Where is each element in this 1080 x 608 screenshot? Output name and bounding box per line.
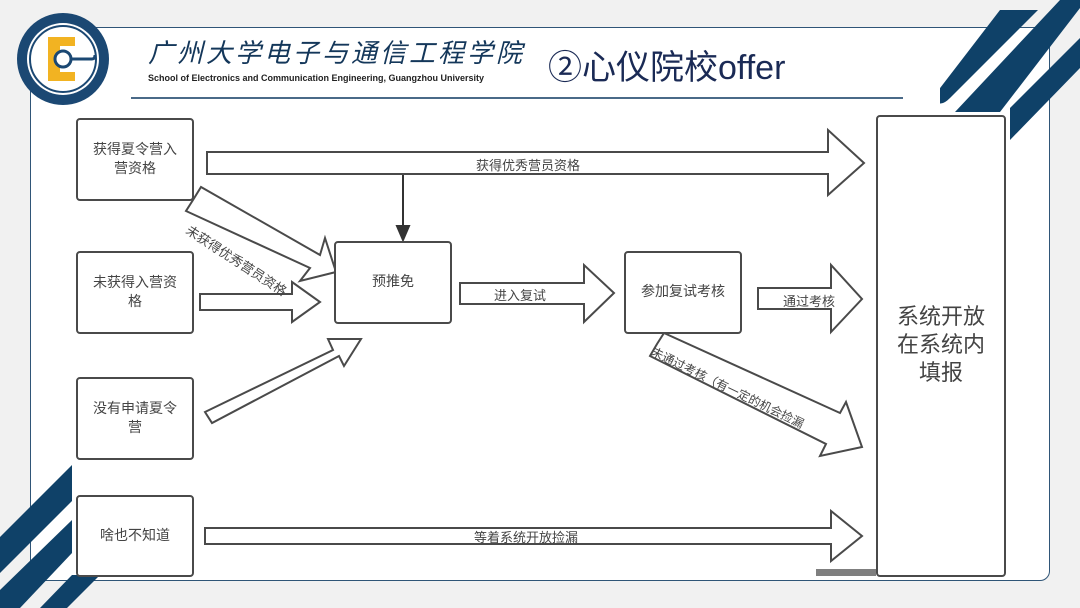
arrow-pass-assessment [757, 262, 864, 335]
arrow-no-application [203, 338, 363, 425]
node-retest: 参加复试考核 [624, 251, 742, 334]
institution-name-en: School of Electronics and Communication … [148, 73, 485, 83]
slide-title: ②心仪院校offer [548, 49, 786, 87]
header-divider [131, 97, 903, 99]
gray-bar [816, 569, 876, 576]
edge-label-wait-for-system: 等着系统开放捡漏 [474, 531, 579, 546]
node-pre-recommendation: 预推免 [334, 241, 452, 324]
arrow-fail-assessment [648, 331, 864, 458]
arrow-wait-for-system [204, 508, 864, 564]
arrow-not-admitted [199, 280, 322, 324]
edge-label-pass-assessment: 通过考核 [783, 295, 836, 310]
arrow-excellent-camper [206, 127, 866, 198]
decorative-stripes-bottom-left [0, 465, 100, 608]
edge-label-enter-retest: 进入复试 [494, 289, 547, 304]
university-emblem-icon [17, 13, 109, 105]
node-unaware: 啥也不知道 [76, 495, 194, 577]
decorative-stripes-top-right [940, 0, 1080, 140]
arrow-enter-retest [459, 262, 616, 325]
node-summer-camp-admitted: 获得夏令营入营资格 [76, 118, 194, 201]
node-summer-camp-not-admitted: 未获得入营资格 [76, 251, 194, 334]
node-no-summer-camp-application: 没有申请夏令营 [76, 377, 194, 460]
node-system-fill: 系统开放在系统内填报 [876, 115, 1006, 577]
institution-name-cn: 广州大学电子与通信工程学院 [148, 39, 526, 69]
edge-label-excellent-camper: 获得优秀营员资格 [476, 159, 581, 174]
